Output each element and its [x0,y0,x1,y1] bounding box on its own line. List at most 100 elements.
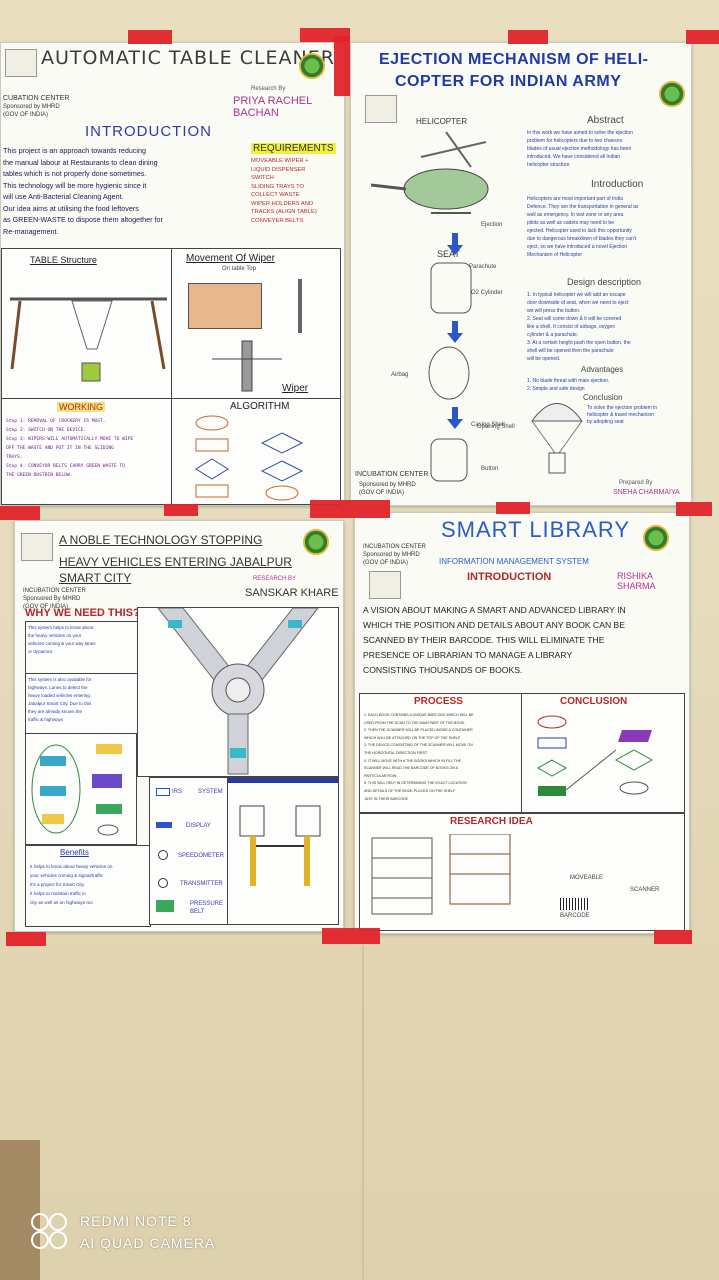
benefits-list: It helps to know about heavy vehicles on… [30,862,148,907]
legend-irs-icon [156,788,170,796]
process-list: 1. EACH BOOK CONTAINS A UNIQUE BARCODE W… [364,712,520,803]
tape [654,930,692,944]
intro-heading: Introduction [591,179,644,190]
benefits-heading: Benefits [60,848,89,857]
abstract-heading: Abstract [587,115,624,126]
poster3-author: SANSKAR KHARE [245,587,339,599]
abstract-line: helicopter structure [527,162,570,168]
poster-automatic-table-cleaner: AUTOMATIC TABLE CLEANER Research By PRIY… [0,42,345,506]
intro-line: This technology will be more hygienic si… [3,180,147,190]
movement-panel: Movement Of Wiper On table Top Wiper [171,248,341,400]
camera-lens-icon [31,1213,67,1249]
barrier-drawing [239,805,321,886]
why-line: heavy loaded vehicles entering [28,693,90,698]
abstract-line: introduced. We have considered all India… [527,154,621,160]
intro-line: Re-management. [3,226,59,236]
design-line: we will press the button. [527,308,581,314]
design-heading: Design description [567,277,642,287]
poster2-author: SNEHA CHARMAIYA [613,489,680,496]
why-heading: WHY WE NEED THIS? [25,607,140,619]
barrier-strip [228,778,338,783]
why-line: traffic & highways [28,717,64,722]
working-step: OFF THE WASTE AND PUT IT IN THE SLIDING [6,446,114,451]
road-diagram [156,607,320,775]
intro-text: Helicopters are most important part of I… [527,195,687,259]
ejection-sequence-drawing [428,233,472,482]
intro-heading: INTRODUCTION [85,123,212,140]
conclusion-flowchart [536,715,654,796]
process-line: 1. EACH BOOK CONTAINS A UNIQUE BARCODE W… [364,713,474,717]
process-line: 5. THIS WILL HELP IN DETERMINING THE EXA… [364,781,467,786]
poster1-title: AUTOMATIC TABLE CLEANER [41,47,335,69]
conclusion-line: helicopter & travel mechanism [587,412,654,418]
process-line: PARTICULAR ROW. [364,773,398,778]
why-line: This system helps to know about [28,625,94,630]
conclusion-text: To solve the ejection problem in helicop… [587,405,687,426]
req-item: CONVEYER BELTS [251,217,304,224]
intro-line: the manual labour at Restaurants to clea… [3,157,158,167]
benefit-line: your vehicles coming & signal/traffic [30,873,103,878]
intro-line: WHICH THE POSITION AND DETAILS ABOUT ANY… [363,620,626,630]
poster2-title-line1: EJECTION MECHANISM OF HELI- [379,51,649,68]
parachute-drawing [531,403,583,474]
req-item: WIPER HOLDERS AND [251,200,314,207]
process-line: 4. IT WILL MOVE WITH A THE BOOKS WHICH I… [364,758,461,763]
abstract-text: In this work we have aimed to solve the … [527,129,687,169]
algorithm-panel: ALGORITHM [171,398,341,505]
research-heading: RESEARCH IDEA [450,816,533,827]
poster2-title-line2: COPTER FOR INDIAN ARMY [395,73,622,90]
intro-line: A VISION ABOUT MAKING A SMART AND ADVANC… [363,605,626,615]
poster4-author: RISHIKA SHARMA [617,571,656,591]
intro-line: PRESENCE OF LIBRARIAN TO MANAGE A LIBRAR… [363,650,573,660]
tape [686,30,719,44]
benefits-box: Benefits It helps to know about heavy ve… [25,845,151,927]
benefit-line: It helps to maintain traffic in [30,891,86,896]
intro-heading: INTRODUCTION [467,571,552,583]
floor-shadow [0,1140,40,1280]
working-panel: WORKING Step 1: REMOVAL OF CROCKERY IS M… [1,398,173,505]
design-line: like a shell. It consist of airbags, oxy… [527,324,616,330]
label-o2-cylinder: O2 Cylinder [471,290,503,296]
helicopter-drawing [370,131,489,214]
road-diagram-panel [137,607,339,777]
advantage-line: 1. No blade threat with main ejection. [527,378,610,384]
sponsored-label: Sponsored by MHRD [363,552,420,558]
legend-irs: IRS [172,789,183,795]
conclusion-panel: CONCLUSION [521,693,685,813]
sponsored-label: Sponsored by MHRD [359,482,416,488]
research-by-label: RESEARCH BY [253,576,297,582]
abstract-line: blades of usual ejection methodology has… [527,146,632,152]
algorithm-flowchart [195,415,304,501]
design-line: 1. In typical helicopter we will add an … [527,292,626,298]
incubation-logo [369,571,401,599]
tape [322,928,380,944]
why-line: vehicles coming & your way lanes [28,641,96,646]
working-step: TRAYS. [6,455,23,460]
prepared-by-label: Prepared By [619,480,653,486]
req-item: SWITCH [251,175,274,181]
process-line: THE HORIZONTAL DIRECTION FIRST. [364,750,428,755]
tape [6,932,46,946]
label-casing-shell: Casing Shell [471,422,505,428]
legend-speedometer: SPEEDOMETER [178,853,225,859]
req-item: COLLECT WASTE [251,192,300,198]
why-box-2: This system is also available for highwa… [25,673,141,737]
tape [508,30,548,44]
intro-line: Mechanism of Helicopter [527,252,583,258]
benefit-line: city as well as on highways too [30,900,93,905]
institute-logo [303,529,329,555]
poster1-author: PRIYA RACHEL BACHAN [233,95,312,119]
tape [676,502,712,516]
advantages-text: 1. No blade threat with main ejection. 2… [527,377,687,393]
incubation-logo [365,95,397,123]
flowchart-drawing [31,744,122,836]
working-step: Step 1: REMOVAL OF CROCKERY IS MUST. [6,419,106,424]
legend-pressure-belt: PRESSURE BELT [190,901,224,915]
pressure-belt-icon [156,900,174,912]
govt-label: (GOV OF INDIA) [23,604,68,610]
movement-sub: On table Top [222,266,256,272]
process-line: WHICH WILL BE ATTACHED ON THE TOP OF THE… [364,735,461,740]
poster-helicopter-ejection: EJECTION MECHANISM OF HELI- COPTER FOR I… [350,42,692,506]
intro-line: ejected. Helicopter used to lack this op… [527,228,632,234]
poster-heavy-vehicles: A NOBLE TECHNOLOGY STOPPING HEAVY VEHICL… [14,520,344,932]
